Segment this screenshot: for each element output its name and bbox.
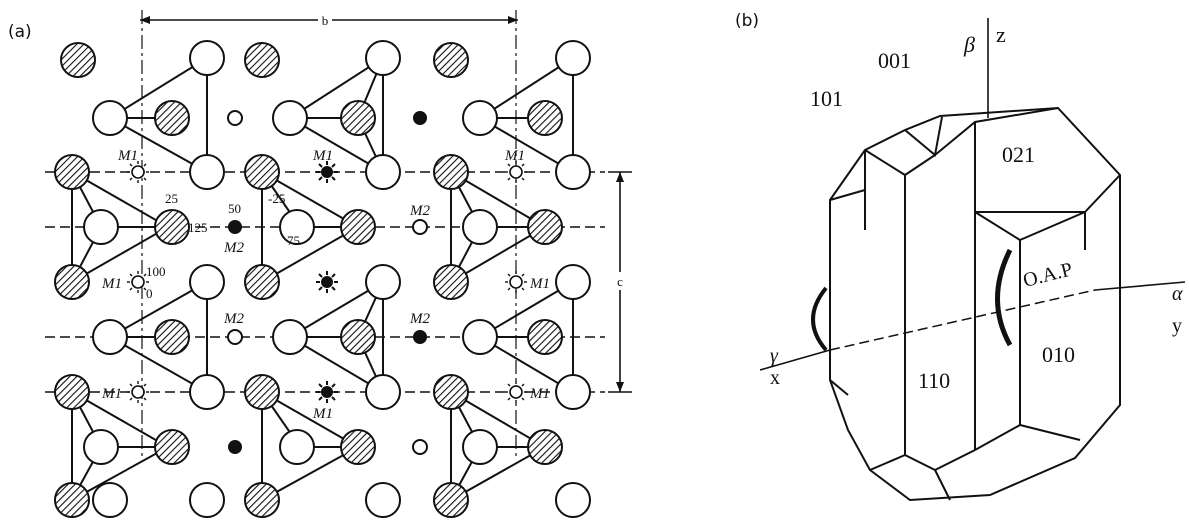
beta-label: β [963, 32, 975, 57]
face-101: 101 [810, 86, 843, 111]
gamma-label: γ [770, 345, 779, 367]
m1-label: M1 [312, 148, 333, 164]
m2-label: M2 [223, 311, 244, 327]
face-labels: 001 101 021 110 010 [810, 48, 1075, 393]
x-label: x [770, 367, 780, 389]
panel-b: (b) β [735, 11, 1186, 502]
m2-sites [227, 110, 428, 455]
site-labels: M1 M1 M1 M1 M1 M1 M1 M1 M2 M2 M2 M2 [101, 148, 550, 422]
face-021: 021 [1002, 142, 1035, 167]
m2-label: M2 [223, 240, 244, 256]
height-50: 50 [228, 201, 241, 216]
face-110: 110 [918, 368, 950, 393]
panel-a-tag: (a) [8, 22, 32, 42]
m1-label: M1 [312, 406, 333, 422]
alpha-label: α [1172, 283, 1183, 305]
height-75: 75 [287, 233, 300, 248]
panel-a: (a) b c [8, 10, 632, 518]
m1-label: M1 [117, 148, 138, 164]
z-label: z [996, 22, 1006, 47]
height-100: 100 [146, 264, 166, 279]
m2-label: M2 [409, 311, 430, 327]
y-label: y [1172, 315, 1182, 337]
m1-label: M1 [504, 148, 525, 164]
m1-label: M1 [101, 276, 122, 292]
x-axis-line-inside [829, 289, 1096, 351]
face-010: 010 [1042, 342, 1075, 367]
crystal-outline [829, 106, 1121, 502]
b-axis-label: b [322, 13, 329, 28]
panel-b-tag: (b) [735, 11, 759, 31]
c-axis-label: c [617, 274, 623, 289]
oap-label: O.A.P [1021, 258, 1075, 291]
face-001: 001 [878, 48, 911, 73]
y-axis-line-out [1094, 281, 1186, 291]
m1-label: M1 [101, 386, 122, 402]
height-25: 25 [165, 191, 178, 206]
m1-label: M1 [529, 386, 550, 402]
b-dimension: b [140, 10, 518, 460]
c-dimension: c [608, 171, 632, 393]
x-axis-line-out [759, 349, 831, 371]
height-125: 125 [188, 220, 208, 235]
hatched-atoms [54, 42, 563, 518]
oap-brackets [811, 248, 1013, 352]
m2-label: M2 [409, 203, 430, 219]
open-atoms [83, 40, 591, 518]
height-0: 0 [146, 286, 153, 301]
m1-label: M1 [529, 276, 550, 292]
height-labels: 25 125 50 -25 75 100 0 [146, 191, 300, 301]
height-minus-25: -25 [268, 191, 285, 206]
